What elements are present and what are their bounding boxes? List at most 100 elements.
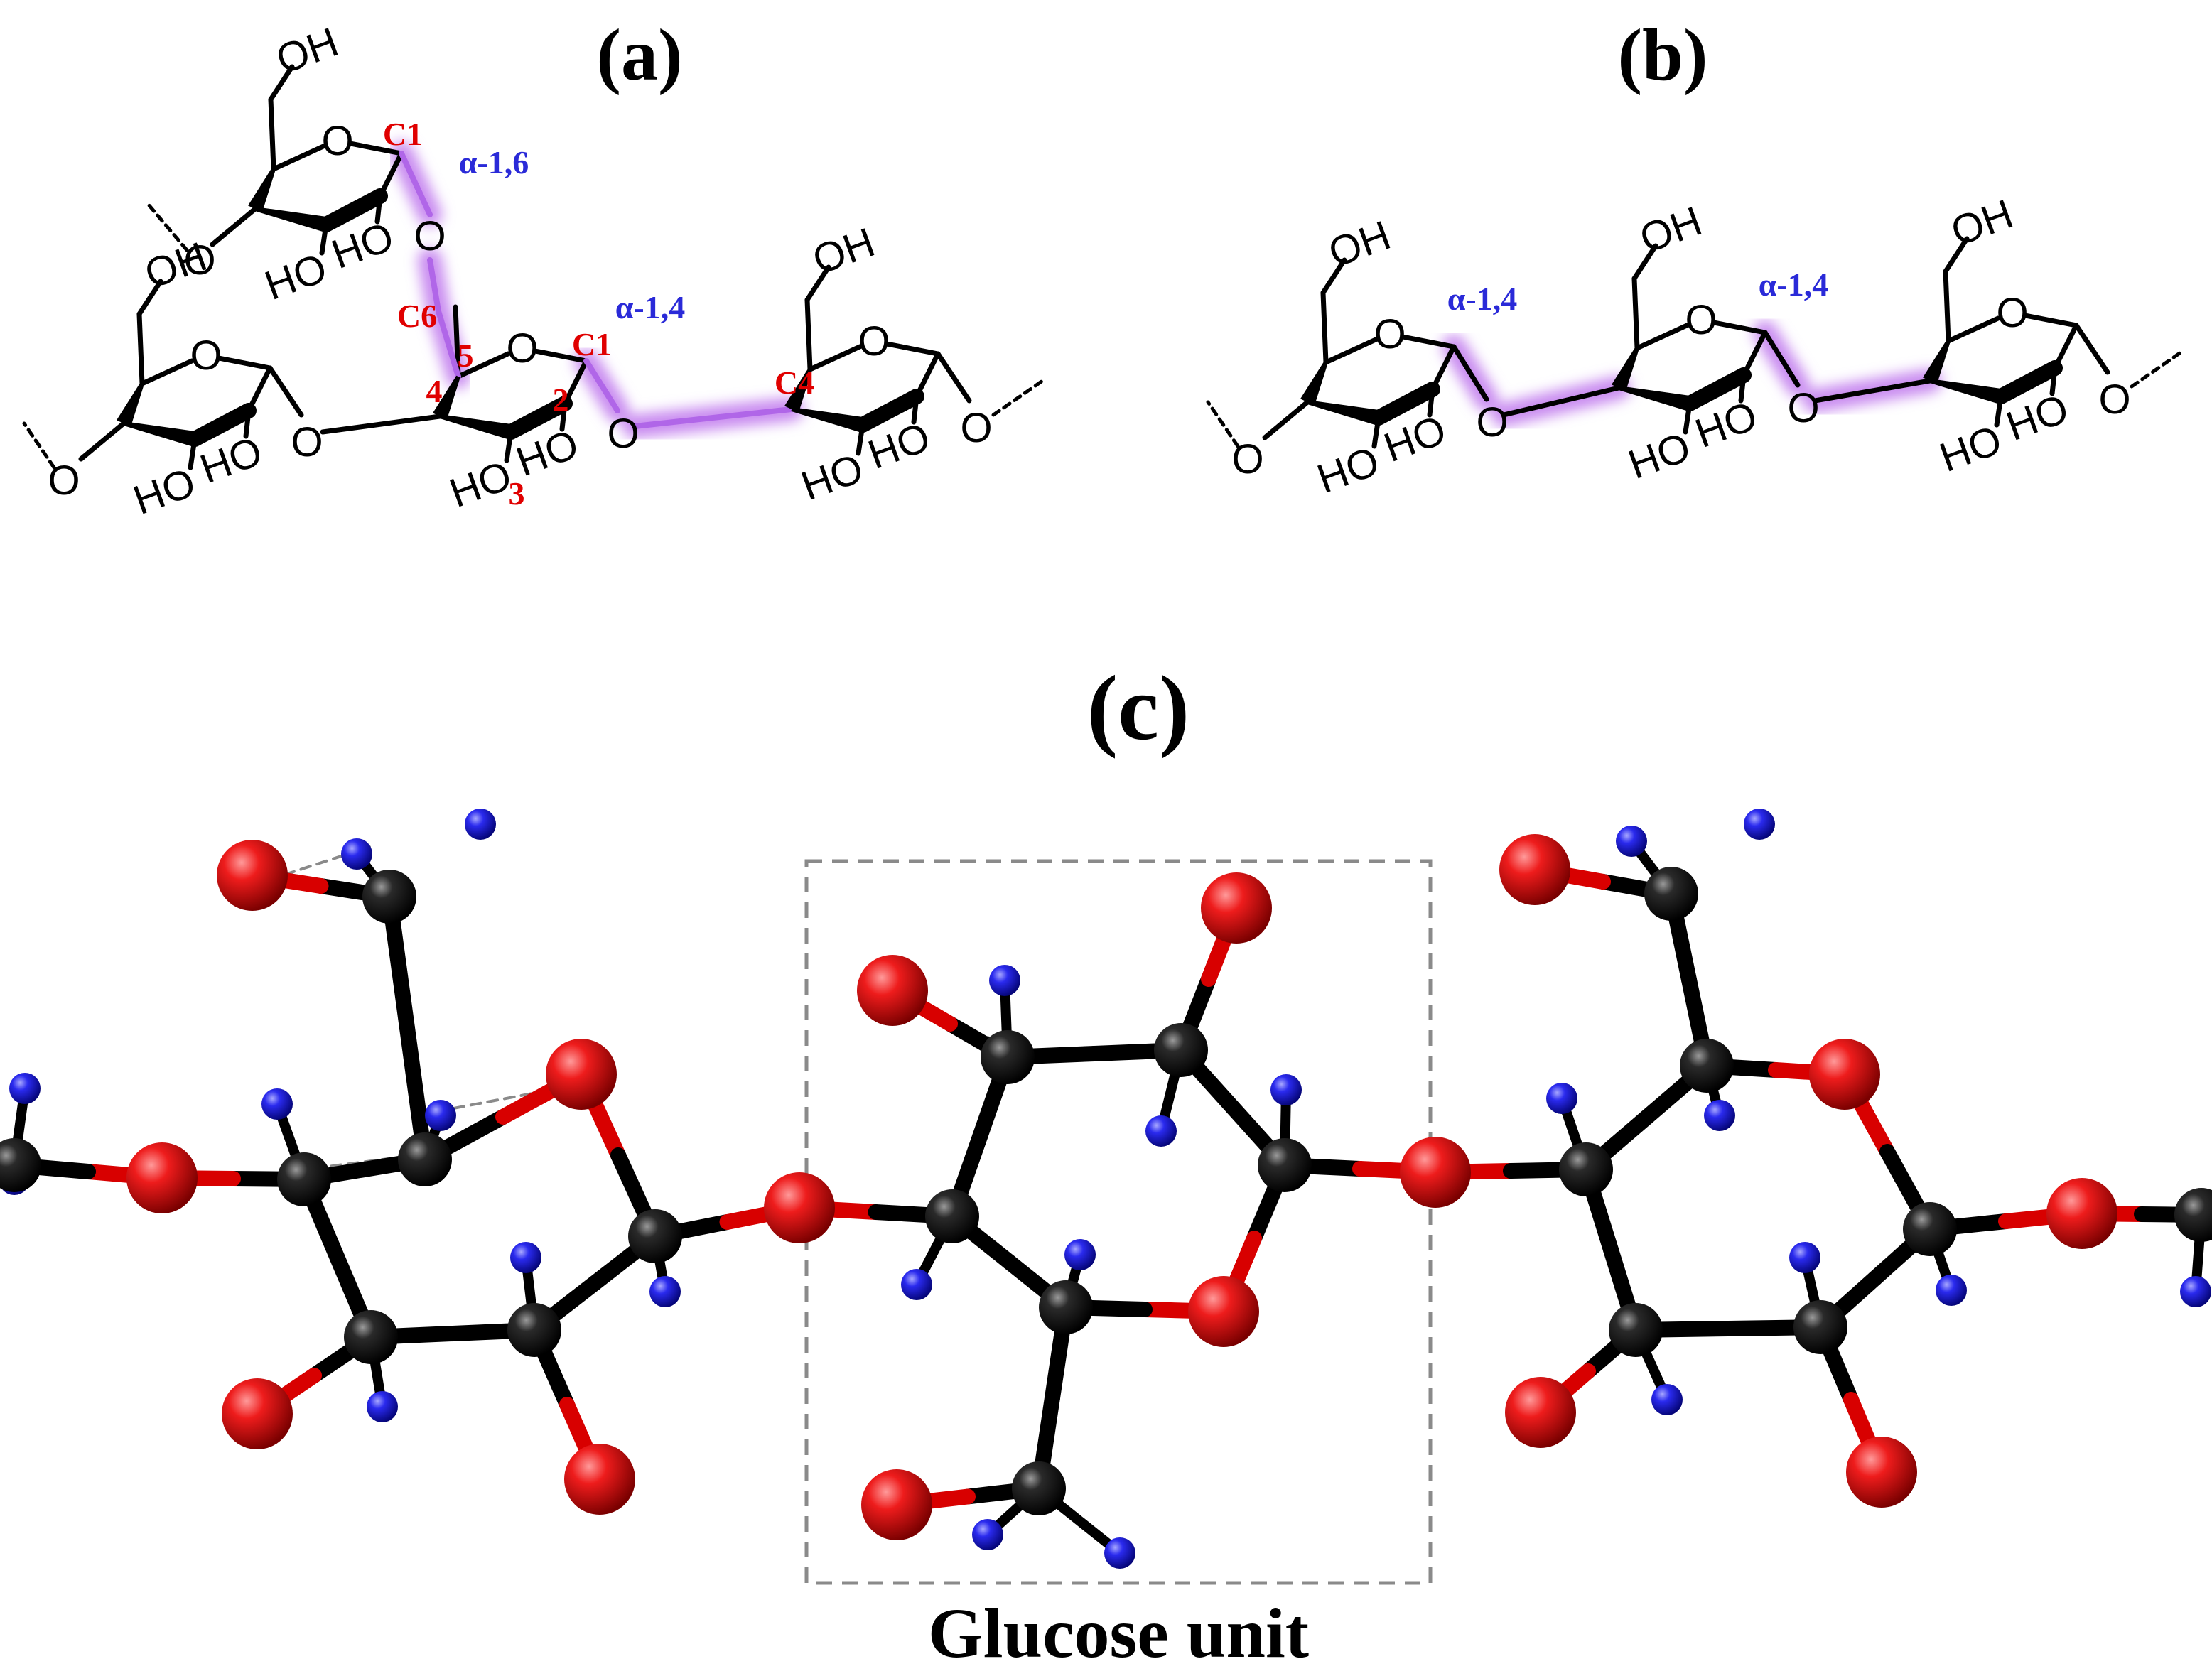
carbon-number-label: C6 <box>397 298 437 334</box>
ring-bond <box>1634 323 1690 351</box>
hydrogen-atom <box>972 1519 1003 1550</box>
carbon-atom <box>925 1189 979 1243</box>
ring-front-bond <box>855 389 924 433</box>
glycosidic-oxygen-label: O <box>1787 385 1819 431</box>
bond <box>2073 323 2110 375</box>
bond <box>320 413 443 435</box>
oxygen-atom <box>1846 1437 1917 1508</box>
ring-front-bond <box>1682 367 1752 411</box>
carbon-number-label: 4 <box>426 373 443 409</box>
bond <box>1262 399 1310 440</box>
hydrogen-atom <box>1616 826 1647 857</box>
linkage-type-label: α-1,4 <box>1447 281 1518 317</box>
carbon-number-label: C1 <box>383 116 423 152</box>
hydrogen-atom <box>367 1391 398 1422</box>
bond <box>210 206 258 247</box>
oxygen-label: O <box>1231 436 1263 482</box>
ring-wedge-bond <box>439 414 513 440</box>
ring-bond <box>2052 323 2079 371</box>
ring-oxygen-label: O <box>190 333 222 379</box>
bond <box>991 377 1047 417</box>
ring-wedge-bond <box>784 368 812 413</box>
ring-bond <box>1741 330 1768 378</box>
hydrogen-atom <box>1104 1537 1135 1569</box>
ch2-bond <box>1943 269 1951 344</box>
ring-bond <box>1400 334 1457 350</box>
carbon-atom <box>628 1209 682 1263</box>
atoms <box>0 809 2212 1569</box>
carbon-number-label: 3 <box>509 475 525 512</box>
oxygen-atom <box>2046 1178 2117 1249</box>
ring-wedge-bond <box>1300 361 1328 406</box>
hydrogen-atom <box>1744 809 1775 840</box>
ring-front-bond <box>1371 382 1440 426</box>
oxygen-atom <box>1809 1039 1880 1110</box>
panel-label-a: (a) <box>596 14 682 96</box>
ring-wedge-bond <box>1929 379 2003 404</box>
alpha-1-4-bond <box>583 358 794 429</box>
hydrogen-atom <box>1064 1239 1096 1270</box>
ch2-bond <box>136 311 145 386</box>
bond-lines <box>1206 236 2185 449</box>
carbon-number-label: C1 <box>572 326 612 362</box>
hydrogen-atom <box>1789 1242 1820 1273</box>
hydrogen-atom <box>1936 1275 1967 1306</box>
carbon-atom <box>1903 1202 1957 1256</box>
oxygen-atom <box>222 1378 293 1449</box>
hydrogen-atom <box>649 1276 681 1307</box>
oxygen-label: O <box>2098 377 2130 423</box>
ring-bond <box>1946 315 2001 344</box>
oxygen-atom <box>857 955 928 1026</box>
ch2-bond <box>1320 290 1329 365</box>
hydrogen-atom <box>2180 1276 2211 1307</box>
carbon-atom <box>1559 1142 1613 1196</box>
glucose-unit-label: Glucose unit <box>928 1594 1309 1672</box>
carbon-atom <box>398 1132 452 1186</box>
bond <box>1206 400 1240 448</box>
ring-bond <box>139 358 195 386</box>
ring-wedge-bond <box>433 375 460 420</box>
oh-bond <box>1631 243 1658 281</box>
ring-bond <box>246 365 273 413</box>
ring-bond <box>807 344 863 372</box>
ring-oxygen-label: O <box>1685 297 1717 343</box>
ring-bond <box>1323 337 1379 365</box>
ring-front-bond <box>1993 360 2063 404</box>
ring-wedge-bond <box>123 421 197 447</box>
ring-bond <box>455 351 511 379</box>
hydrogen-atom <box>989 965 1020 996</box>
hydrogen-atom <box>465 809 496 840</box>
carbon-atom <box>1609 1303 1663 1357</box>
carbon-number-label: 5 <box>458 337 474 374</box>
hydroxyl-label: OH <box>1634 198 1707 262</box>
glycosidic-oxygen-label: O <box>1476 399 1508 445</box>
carbon-atom <box>1258 1138 1312 1192</box>
hydrogen-atom <box>9 1073 41 1104</box>
oh-bond <box>1943 236 1970 274</box>
hydrogen-atom <box>261 1088 293 1120</box>
ring-bond <box>914 351 941 399</box>
hydrogen-atom <box>1704 1100 1735 1131</box>
hydroxyl-label: OH <box>806 219 880 283</box>
oxygen-atom <box>564 1444 635 1515</box>
ch2-bond <box>453 304 461 379</box>
panel-label-c: (c) <box>1087 657 1189 759</box>
oxygen-atom <box>126 1142 198 1213</box>
ring-wedge-bond <box>254 207 328 232</box>
bond <box>2130 349 2185 389</box>
glycosidic-oxygen-label: O <box>291 419 323 465</box>
bond <box>78 421 126 462</box>
carbon-atom <box>277 1152 331 1206</box>
ring-bond <box>377 151 404 199</box>
hydrogen-atom <box>1145 1115 1177 1147</box>
bond <box>146 202 189 252</box>
hydrogen-atom <box>1546 1083 1577 1114</box>
oxygen-label: O <box>48 458 80 504</box>
wedge-bonds <box>117 168 924 447</box>
oxygen-atom <box>861 1469 932 1540</box>
ch2-bond <box>268 97 276 172</box>
alpha-1-4-bond <box>1451 344 1622 418</box>
